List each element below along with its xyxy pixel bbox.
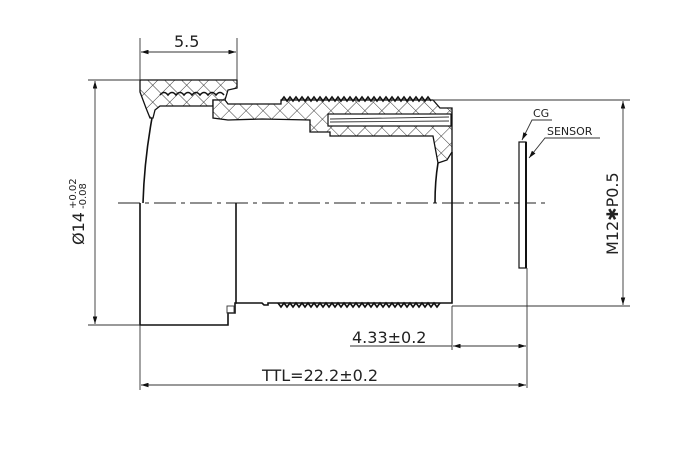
- dim-thread: M12✱P0.5: [433, 99, 630, 307]
- svg-text:Ø14: Ø14: [69, 212, 88, 245]
- svg-text:M12✱P0.5: M12✱P0.5: [603, 172, 622, 255]
- dim-outer-diameter: Ø14 +0.02 -0.08: [68, 79, 140, 326]
- lens-cap-section: [139, 79, 238, 119]
- svg-text:4.33±0.2: 4.33±0.2: [352, 328, 426, 347]
- lens-barrel-section: [139, 79, 453, 204]
- barrel-outline: [236, 203, 453, 306]
- front-lens-edge: [142, 117, 153, 204]
- rear-lens-edge: [434, 162, 439, 204]
- lens-barrel-outline: [139, 203, 453, 326]
- cover-glass: [518, 141, 527, 269]
- svg-text:+0.02: +0.02: [68, 178, 79, 209]
- barrel-external-thread-lower: [277, 301, 441, 309]
- dim-cap-length: 5.5: [139, 32, 238, 80]
- cg-label: CG: [533, 107, 549, 120]
- cap-thread: [159, 91, 225, 97]
- ir-filter-slot: [327, 113, 452, 127]
- svg-text:-0.08: -0.08: [78, 183, 89, 209]
- front-holder-outline: [139, 203, 237, 326]
- dim-back-focal: 4.33±0.2: [350, 268, 528, 388]
- barrel-external-thread: [280, 95, 432, 103]
- svg-text:TTL=22.2±0.2: TTL=22.2±0.2: [261, 366, 378, 385]
- dim-ttl: TTL=22.2±0.2: [139, 325, 526, 390]
- svg-text:5.5: 5.5: [174, 32, 199, 51]
- sensor-assembly: CG SENSOR: [518, 107, 600, 269]
- barrel-body-section: [212, 99, 453, 164]
- sensor-label: SENSOR: [547, 125, 593, 138]
